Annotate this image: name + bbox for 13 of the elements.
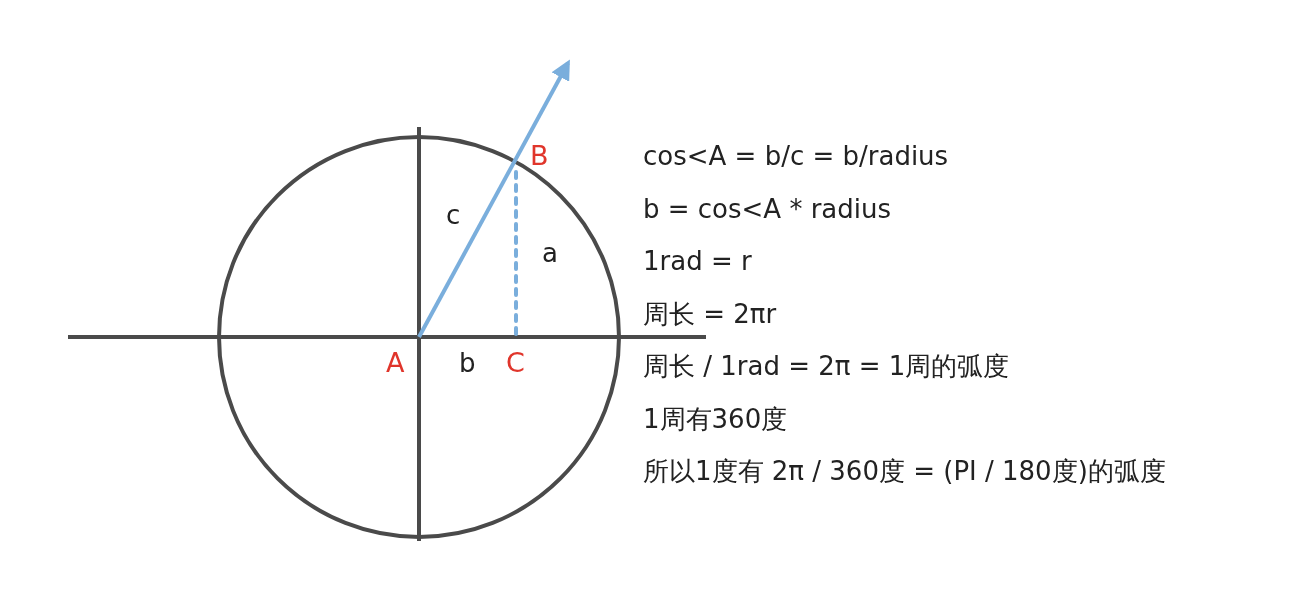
formula-text: 1rad = r (643, 247, 752, 274)
formula-text: 所以1度有 2π / 360度 = (PI / 180度)的弧度 (643, 457, 1166, 484)
side-label: c (446, 201, 461, 228)
side-label: a (542, 239, 558, 266)
formula-text: 1周有360度 (643, 405, 788, 432)
formula-text: 周长 / 1rad = 2π = 1周的弧度 (643, 352, 1010, 379)
side-label: b (459, 349, 476, 376)
point-label: B (530, 142, 549, 170)
point-label: A (386, 349, 405, 377)
point-label: C (506, 349, 525, 377)
formula-text: 周长 = 2πr (643, 300, 777, 327)
formula-text: cos<A = b/c = b/radius (643, 142, 949, 169)
formula-text: b = cos<A * radius (643, 195, 892, 222)
